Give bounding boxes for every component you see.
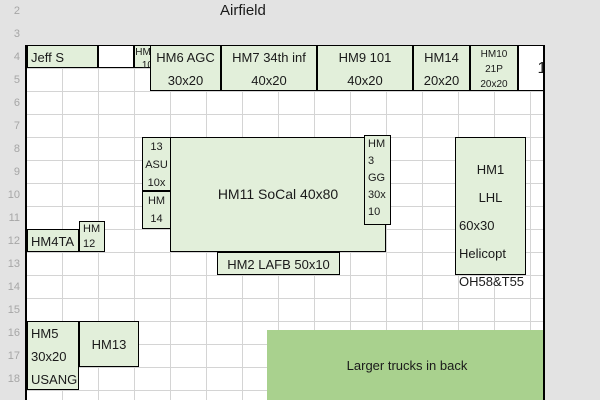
box-hm4ta[interactable]: HM4TA <box>27 229 79 252</box>
hm12-line2: 12 <box>83 238 96 250</box>
box-hm7-34th-inf[interactable]: HM7 34th inf 40x20 <box>221 45 317 91</box>
row-header-6[interactable]: 6 <box>13 97 20 109</box>
hm7-line2: 40x20 <box>251 73 287 88</box>
hm10-line2: 21P <box>485 64 503 75</box>
hm2-lafb-label: HM2 LAFB 50x10 <box>227 257 330 272</box>
row-header-16[interactable]: 16 <box>7 327 20 339</box>
hm1-line2: LHL <box>478 190 503 205</box>
hm1-line5: OH58&T55 <box>459 274 525 289</box>
hm6-agc-line2: 30x20 <box>167 73 204 88</box>
row-header-5[interactable]: 5 <box>13 74 20 86</box>
hm3-line5: 10 <box>368 206 381 218</box>
row-header-18[interactable]: 18 <box>7 373 20 385</box>
hm3-line1: HM <box>368 138 386 150</box>
asu-line3: 10x <box>147 177 166 189</box>
box-blank-col3[interactable] <box>98 45 134 68</box>
box-hm14-small[interactable]: HM 14 <box>142 191 171 229</box>
hm6-agc-line1: HM6 AGC <box>156 50 215 65</box>
grid-vline <box>530 45 531 400</box>
grid-hline <box>27 298 543 299</box>
grid-vline <box>62 45 63 400</box>
grid-vline <box>134 45 135 400</box>
larger-trucks-label: Larger trucks in back <box>346 357 468 373</box>
grid-hline <box>27 321 543 322</box>
box-hm10-21p[interactable]: HM10 21P 20x20 <box>470 45 518 91</box>
hm9-line1: HM9 101 <box>338 50 392 65</box>
box-hm9-101[interactable]: HM9 101 40x20 <box>317 45 413 91</box>
row-header-14[interactable]: 14 <box>7 281 20 293</box>
row-header-11[interactable]: 11 <box>8 212 20 224</box>
grid-hline <box>27 275 543 276</box>
hm3-line3: GG <box>368 172 386 184</box>
grid-vline <box>422 45 423 400</box>
row-header-17[interactable]: 17 <box>7 350 20 362</box>
box-hm14[interactable]: HM14 20x20 <box>413 45 470 91</box>
hm11-socal-label: HM11 SoCal 40x80 <box>217 186 339 202</box>
row-header-7[interactable]: 7 <box>13 120 20 132</box>
box-hm13[interactable]: HM13 <box>79 321 139 367</box>
row-header-3[interactable]: 3 <box>13 28 20 40</box>
row-header-2[interactable]: 2 <box>13 5 20 17</box>
row-header-4[interactable]: 4 <box>13 51 20 63</box>
box-hm2-lafb[interactable]: HM2 LAFB 50x10 <box>217 252 340 275</box>
row-header-10[interactable]: 10 <box>7 189 20 201</box>
larger-trucks-block[interactable]: Larger trucks in back <box>267 330 543 400</box>
hm14s-line1: HM <box>147 195 166 207</box>
grid-hline <box>27 91 543 92</box>
hm5-line2: 30x20 <box>31 349 67 364</box>
row-header-13[interactable]: 13 <box>7 258 20 270</box>
row-header-9[interactable]: 9 <box>13 166 20 178</box>
hm13-label: HM13 <box>91 336 127 352</box>
hm1-line1: HM1 <box>476 162 505 177</box>
row-header-12[interactable]: 12 <box>7 235 20 247</box>
box-hm12[interactable]: HM 12 <box>79 221 105 252</box>
grid-hline <box>27 114 543 115</box>
hm7-line1: HM7 34th inf <box>232 50 306 65</box>
hm14s-line2: 14 <box>150 213 163 225</box>
hm5-line3: USANG <box>31 372 78 387</box>
box-hm5[interactable]: HM5 30x20 USANG <box>27 321 79 390</box>
hm12-line1: HM <box>83 223 101 235</box>
box-hm11-socal[interactable]: HM11 SoCal 40x80 <box>170 137 386 252</box>
hm10-line1: HM10 <box>480 49 508 60</box>
cell-one-label: 1 <box>519 57 543 80</box>
row-header-15[interactable]: 15 <box>7 304 20 316</box>
jeff-s-label: Jeff S <box>31 50 65 65</box>
asu-line2: ASU <box>145 159 168 171</box>
box-cell-one[interactable]: 1 <box>518 45 543 91</box>
box-13-asu[interactable]: 13 ASU 10x <box>142 137 171 191</box>
box-hm6-agc[interactable]: HM6 AGC 30x20 <box>150 45 221 91</box>
asu-line1: 13 <box>150 141 163 153</box>
hm4ta-label: HM4TA <box>31 234 75 249</box>
hm9-line2: 40x20 <box>347 73 383 88</box>
box-hm1-lhl[interactable]: HM1 LHL 60x30 Helicopt OH58&T55 <box>455 137 526 289</box>
row-header-8[interactable]: 8 <box>13 143 20 155</box>
hm3-line4: 30x <box>368 189 386 201</box>
hm14-line1: HM14 <box>424 50 459 65</box>
hm5-line1: HM5 <box>31 326 59 341</box>
hm10-line3: 20x20 <box>480 79 508 90</box>
grid-area[interactable]: Larger trucks in back Jeff S HM8 WR 10x2… <box>25 45 545 400</box>
hm3-line2: 3 <box>368 155 375 167</box>
box-jeff-s[interactable]: Jeff S <box>27 45 98 68</box>
hm14-line2: 20x20 <box>423 73 460 88</box>
hm1-line4: Helicopt <box>459 246 506 261</box>
page-title: Airfield <box>220 2 266 19</box>
box-hm3-gg[interactable]: HM 3 GG 30x 10 <box>364 135 391 225</box>
hm1-line3: 60x30 <box>459 218 495 233</box>
